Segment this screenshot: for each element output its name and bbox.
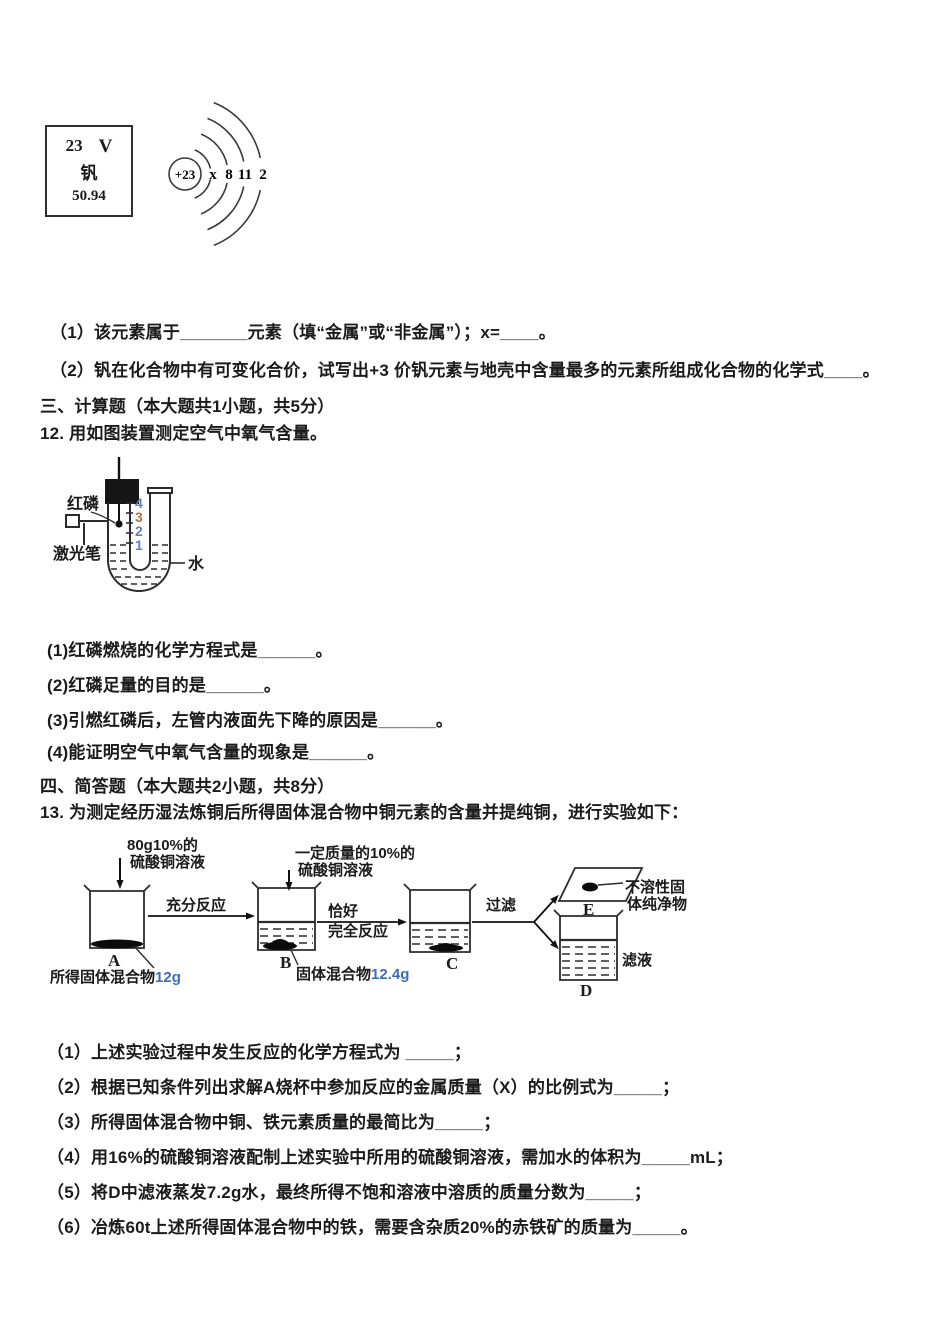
u-tube — [107, 487, 173, 592]
beaker-a — [83, 884, 151, 949]
atomic-number: 23 — [65, 136, 83, 155]
q12-part4: (4)能证明空气中氧气含量的现象是______。 — [47, 743, 385, 762]
step-ab-label: 充分反应 — [166, 896, 226, 914]
red-phosphorus-pointer-line — [90, 511, 116, 524]
scale-number-1: 1 — [135, 537, 143, 553]
shell-1-count: x — [209, 167, 217, 183]
step-cd-label: 过滤 — [486, 896, 516, 914]
step-bc-line2: 完全反应 — [328, 922, 388, 940]
atomic-structure-diagram: +23 x 8 11 2 — [168, 101, 267, 247]
liquid-dashes-d — [562, 946, 615, 976]
red-phosphorus-label: 红磷 — [67, 494, 100, 513]
section-4-heading: 四、简答题（本大题共2小题，共8分） — [40, 777, 335, 796]
oxygen-measurement-apparatus: 4 3 2 1 红磷 激光笔 水 — [53, 457, 205, 592]
scale-ticks — [126, 502, 133, 544]
q13-part1: （1）上述实验过程中发生反应的化学方程式为 _____； — [47, 1043, 472, 1062]
element-name: 钒 — [80, 164, 98, 183]
shell-4-count: 2 — [259, 167, 267, 183]
arrow-to-residue — [533, 894, 559, 923]
q13-part4: （4）用16%的硫酸铜溶液配制上述实验中所用的硫酸铜溶液，需加水的体积为____… — [47, 1148, 734, 1167]
input-a-line1: 80g10%的 — [127, 836, 198, 854]
solid-in-beaker-b-base — [263, 942, 297, 950]
liquid-dashes-b — [260, 928, 313, 944]
red-phosphorus-blob — [115, 520, 123, 528]
residue-pointer-line — [597, 882, 624, 886]
q13-part2: （2）根据已知条件列出求解A烧杯中参加反应的金属质量（X）的比例式为_____； — [47, 1078, 680, 1097]
section-3-heading: 三、计算题（本大题共1小题，共5分） — [40, 397, 335, 416]
beaker-c-label: C — [446, 954, 458, 973]
shell-2-count: 8 — [225, 167, 233, 183]
q13-part6: （6）冶炼60t上述所得固体混合物中的铁，需要含杂质20%的赤铁矿的质量为___… — [47, 1218, 698, 1237]
residue-note-line1: 不溶性固 — [625, 878, 685, 896]
shell-3-count: 11 — [238, 167, 252, 183]
q12-stem: 12. 用如图装置测定空气中氧气含量。 — [40, 424, 328, 443]
element-atomic-mass: 50.94 — [72, 188, 106, 204]
beaker-b — [251, 881, 322, 951]
scale-number-4: 4 — [135, 495, 143, 511]
beaker-a-label: A — [108, 951, 121, 970]
q12-part3: (3)引燃红磷后，左管内液面先下降的原因是______。 — [47, 711, 454, 730]
water-dashes — [110, 544, 168, 585]
liquid-dashes-c — [412, 929, 468, 945]
filter-e-label: E — [583, 900, 594, 919]
filtrate-label: 滤液 — [622, 951, 653, 969]
residue-note-line2: 体纯净物 — [627, 895, 687, 913]
q13-stem: 13. 为测定经历湿法炼铜后所得固体混合物中铜元素的含量并提纯铜，进行实验如下： — [40, 803, 689, 822]
step-bc-line1: 恰好 — [328, 902, 358, 920]
copper-experiment-flow-diagram: 80g10%的 硫酸铜溶液 A 所得固体混合物12g 充分反应 一定质量的10%… — [50, 836, 687, 1000]
filter-paper — [557, 867, 644, 902]
input-a-line2: 硫酸铜溶液 — [130, 853, 206, 871]
residue-solid — [582, 882, 598, 892]
laser-pen-label: 激光笔 — [53, 544, 101, 563]
q11-part2: （2）钒在化合物中有可变化合价，试写出+3 价钒元素与地壳中含量最多的元素所组成… — [50, 361, 880, 380]
electron-shell-arcs — [194, 101, 262, 247]
q13-part5: （5）将D中滤液蒸发7.2g水，最终所得不饱和溶液中溶质的质量分数为_____； — [47, 1183, 652, 1202]
beaker-d — [553, 909, 624, 981]
beaker-d-label: D — [580, 981, 592, 1000]
arrow-to-filtrate — [533, 921, 559, 950]
nucleus-circle — [168, 157, 202, 191]
input-b-line2: 硫酸铜溶液 — [298, 861, 374, 879]
input-b-line1: 一定质量的10%的 — [295, 844, 415, 862]
beaker-c — [403, 883, 477, 953]
laser-pen — [65, 514, 108, 545]
solid-a-caption: 所得固体混合物12g — [50, 968, 181, 986]
solid-b-caption: 固体混合物12.4g — [296, 965, 409, 983]
water-label: 水 — [188, 554, 205, 573]
q11-part1: （1）该元素属于_______元素（填“金属”或“非金属”）；x=____。 — [50, 323, 556, 342]
solid-a-pointer-line — [133, 945, 155, 969]
scale-number-3: 3 — [135, 509, 143, 525]
solid-in-beaker-c-base — [429, 944, 463, 952]
q12-part1: (1)红磷燃烧的化学方程式是______。 — [47, 641, 333, 660]
nucleus-charge: +23 — [175, 167, 196, 182]
beaker-b-label: B — [280, 953, 291, 972]
solid-b-pointer-line — [290, 949, 299, 966]
q13-part3: （3）所得固体混合物中铜、铁元素质量的最简比为_____； — [47, 1113, 501, 1132]
scale-number-2: 2 — [135, 523, 143, 539]
rubber-stopper — [105, 479, 139, 504]
element-info-box: 23 V 钒 50.94 — [45, 125, 133, 217]
element-symbol: V — [98, 136, 113, 157]
solid-in-beaker-a — [91, 939, 143, 949]
q12-part2: (2)红磷足量的目的是______。 — [47, 676, 282, 695]
